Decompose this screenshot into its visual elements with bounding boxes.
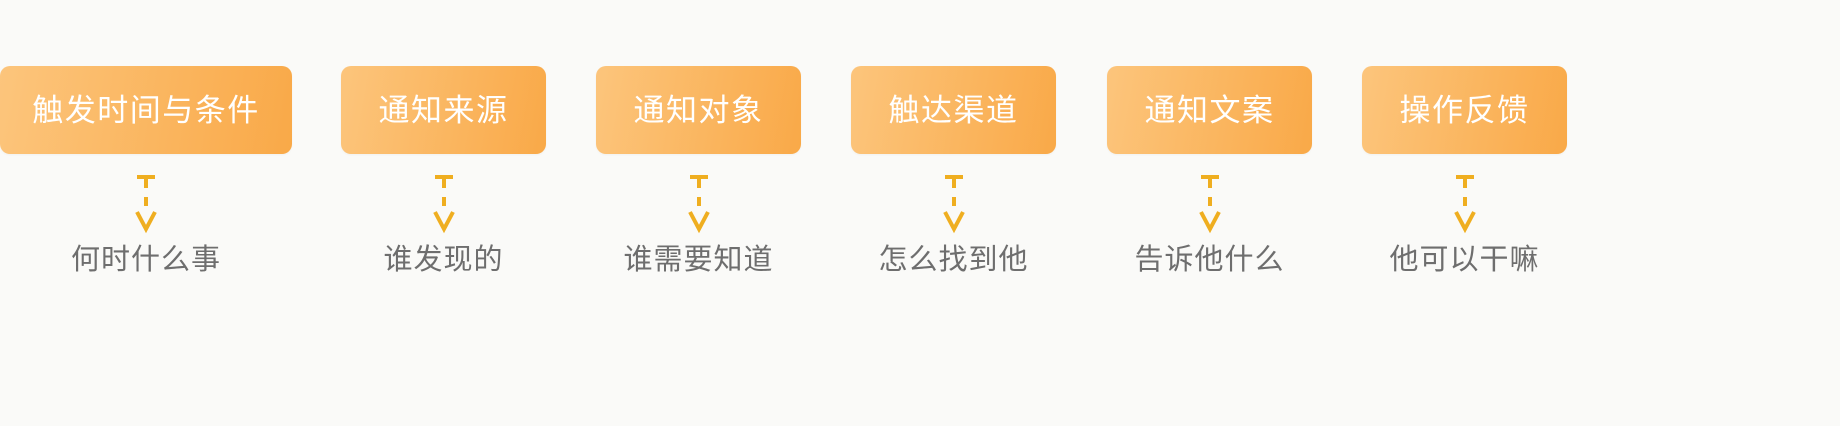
flow-step-card-label: 触达渠道 [888, 92, 1019, 128]
dashed-down-arrow-icon [429, 168, 459, 238]
flow-step-card-3[interactable]: 通知对象 [596, 66, 801, 154]
flow-step-card-5[interactable]: 通知文案 [1107, 66, 1312, 154]
flow-step-card-label: 操作反馈 [1399, 92, 1530, 128]
flow-step-sub-label-1: 何时什么事 [70, 244, 221, 276]
flow-step-sub-label-4: 怎么找到他 [878, 244, 1029, 276]
flow-step-5: 通知文案 告诉他什么 [1107, 66, 1312, 275]
flow-step-card-4[interactable]: 触达渠道 [851, 66, 1056, 154]
flow-step-4: 触达渠道 怎么找到他 [851, 66, 1056, 275]
flow-step-card-2[interactable]: 通知来源 [341, 66, 546, 154]
flow-step-sub-label-3: 谁需要知道 [623, 244, 774, 276]
dashed-down-arrow-icon [684, 168, 714, 238]
dashed-down-arrow-icon [939, 168, 969, 238]
dashed-down-arrow-icon [1450, 168, 1480, 238]
dashed-down-arrow-icon [131, 168, 161, 238]
dashed-down-arrow-icon [1195, 168, 1225, 238]
flow-step-3: 通知对象 谁需要知道 [596, 66, 801, 275]
flow-step-2: 通知来源 谁发现的 [341, 66, 546, 275]
flow-step-card-label: 通知文案 [1144, 92, 1275, 128]
flow-step-6: 操作反馈 他可以干嘛 [1362, 66, 1567, 275]
flow-step-card-label: 触发时间与条件 [32, 92, 260, 128]
flow-step-sub-label-5: 告诉他什么 [1134, 244, 1285, 276]
flow-step-card-label: 通知来源 [378, 92, 509, 128]
flow-step-card-label: 通知对象 [633, 92, 764, 128]
flow-step-1: 触发时间与条件 何时什么事 [0, 66, 292, 275]
flow-step-card-1[interactable]: 触发时间与条件 [0, 66, 292, 154]
flow-step-card-6[interactable]: 操作反馈 [1362, 66, 1567, 154]
flow-step-sub-label-6: 他可以干嘛 [1389, 244, 1540, 276]
flow-step-sub-label-2: 谁发现的 [383, 244, 504, 276]
